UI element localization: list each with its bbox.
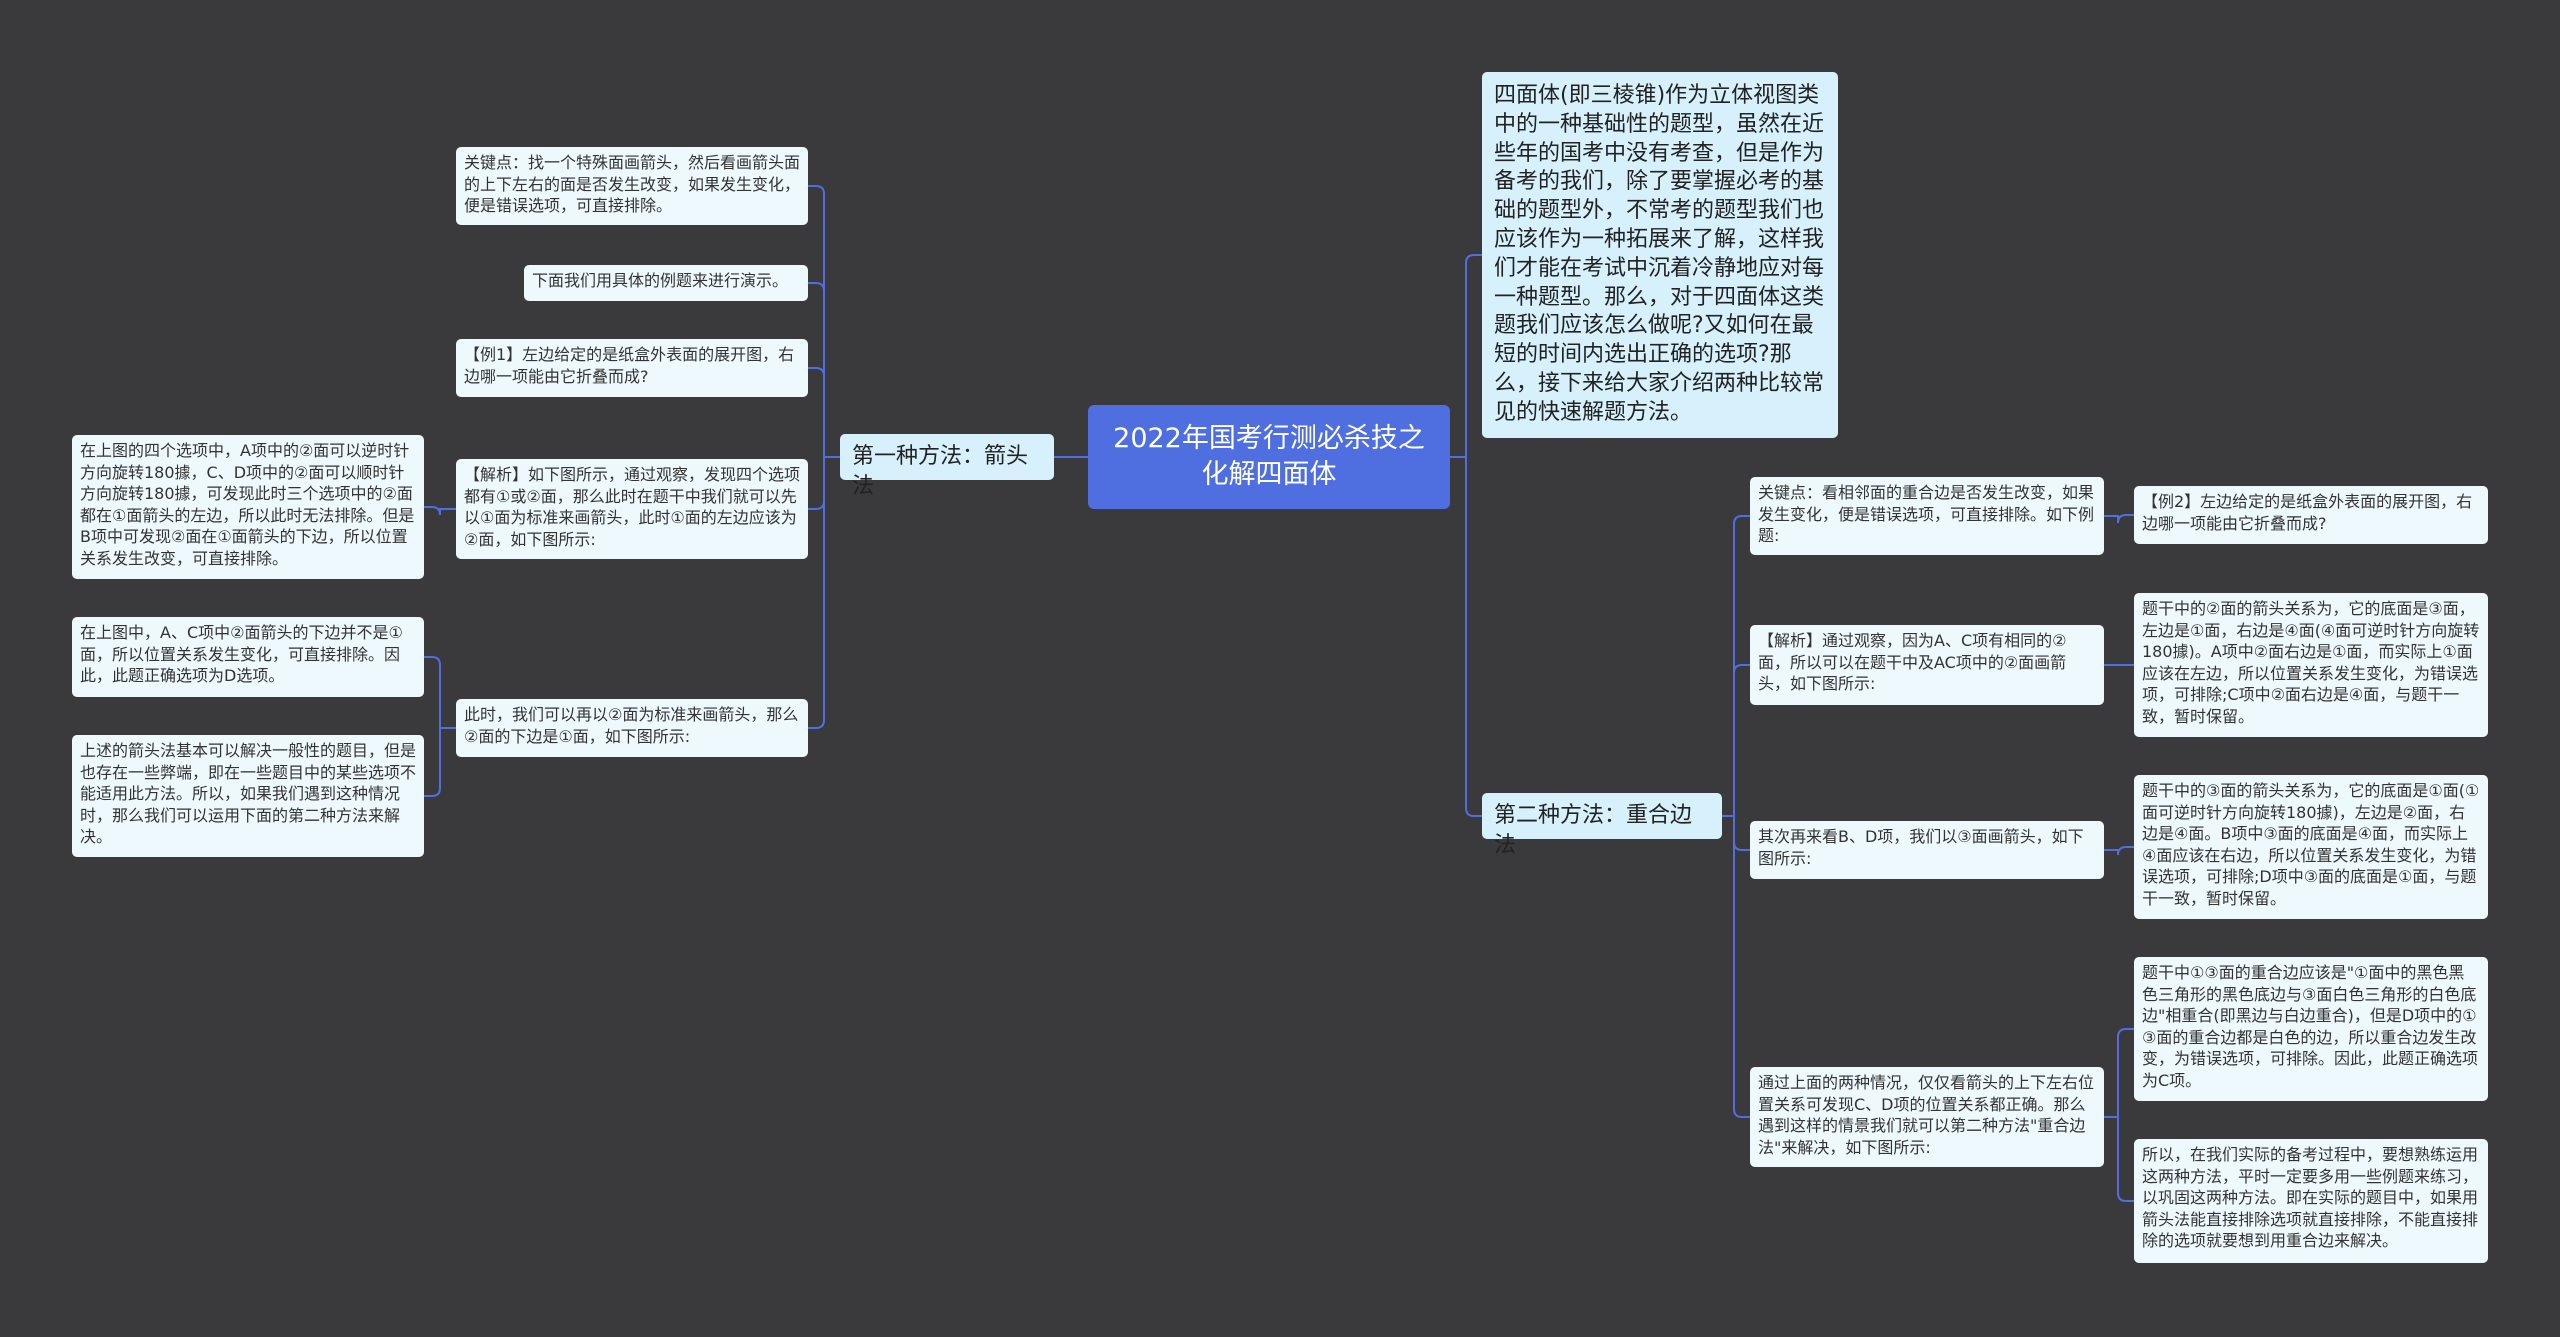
- m2-sub-example2[interactable]: 【例2】左边给定的是纸盒外表面的展开图，右边哪一项能由它折叠而成?: [2134, 486, 2488, 544]
- link-method2-item-0: [1722, 515, 1750, 817]
- m1-item-second-arrow[interactable]: 此时，我们可以再以②面为标准来画箭头，那么②面的下边是①面，如下图所示:: [456, 699, 808, 757]
- m2-sub-face2-analysis[interactable]: 题干中的②面的箭头关系为，它的底面是③面，左边是①面，右边是④面(④面可逆时针方…: [2134, 593, 2488, 737]
- m1-item-3-text: 【解析】如下图所示，通过观察，发现四个选项都有①或②面，那么此时在题干中我们就可…: [464, 465, 801, 549]
- link-method1-item-4: [808, 456, 840, 729]
- m2-sub-conclusion[interactable]: 所以，在我们实际的备考过程中，要想熟练运用这两种方法，平时一定要多用一些例题来练…: [2134, 1139, 2488, 1263]
- method2-topic[interactable]: 第二种方法：重合边法: [1482, 793, 1722, 858]
- link-m2-key-sub0: [2104, 514, 2134, 524]
- method1-topic[interactable]: 第一种方法：箭头法: [840, 434, 1054, 499]
- m2-item-key-point[interactable]: 关键点：看相邻面的重合边是否发生改变，如果发生变化，便是错误选项，可直接排除。如…: [1750, 477, 2104, 555]
- m1-sub-1-text: 在上图中，A、C项中②面箭头的下边并不是①面，所以位置关系发生变化，可直接排除。…: [80, 623, 403, 685]
- m1-item-0-text: 关键点：找一个特殊面画箭头，然后看画箭头面的上下左右的面是否发生改变，如果发生变…: [464, 153, 801, 215]
- link-method2-item-2: [1722, 815, 1750, 851]
- m2-item-1-text: 【解析】通过观察，因为A、C项有相同的②面，所以可以在题干中及AC项中的②面画箭…: [1758, 631, 2067, 693]
- m1-sub-answer-d[interactable]: 在上图中，A、C项中②面箭头的下边并不是①面，所以位置关系发生变化，可直接排除。…: [72, 617, 424, 697]
- m1-sub-limitation[interactable]: 上述的箭头法基本可以解决一般性的题目，但是也存在一些弊端，即在一些题目中的某些选…: [72, 735, 424, 857]
- m1-sub-options-analysis[interactable]: 在上图的四个选项中，A项中的②面可以逆时针方向旋转180據，C、D项中的②面可以…: [72, 435, 424, 579]
- m2-item-3-text: 通过上面的两种情况，仅仅看箭头的上下左右位置关系可发现C、D项的位置关系都正确。…: [1758, 1073, 2095, 1157]
- m2-sub-coincident-edge[interactable]: 题干中①③面的重合边应该是"①面中的黑色黑色三角形的黑色底边与③面白色三角形的白…: [2134, 957, 2488, 1101]
- link-m2-cases-sub3: [2104, 1028, 2134, 1118]
- m2-item-0-text: 关键点：看相邻面的重合边是否发生改变，如果发生变化，便是错误选项，可直接排除。如…: [1758, 483, 2095, 545]
- m1-item-key-point[interactable]: 关键点：找一个特殊面画箭头，然后看画箭头面的上下左右的面是否发生改变，如果发生变…: [456, 147, 808, 225]
- m1-sub-2-text: 上述的箭头法基本可以解决一般性的题目，但是也存在一些弊端，即在一些题目中的某些选…: [80, 741, 417, 846]
- link-method1-item-2: [808, 367, 840, 458]
- m2-item-bd-options[interactable]: 其次再来看B、D项，我们以③面画箭头，如下图所示:: [1750, 821, 2104, 879]
- m2-item-analysis[interactable]: 【解析】通过观察，因为A、C项有相同的②面，所以可以在题干中及AC项中的②面画箭…: [1750, 625, 2104, 705]
- m2-item-2-text: 其次再来看B、D项，我们以③面画箭头，如下图所示:: [1758, 827, 2084, 868]
- link-root-intro: [1450, 254, 1482, 458]
- method1-label: 第一种方法：箭头法: [852, 444, 1029, 499]
- m2-sub-2-text: 题干中的③面的箭头关系为，它的底面是①面(①面可逆时针方向旋转180據)，左边是…: [2142, 781, 2480, 908]
- m2-sub-3-text: 题干中①③面的重合边应该是"①面中的黑色黑色三角形的黑色底边与③面白色三角形的白…: [2142, 963, 2479, 1090]
- m1-item-example1[interactable]: 【例1】左边给定的是纸盒外表面的展开图，右边哪一项能由它折叠而成?: [456, 339, 808, 397]
- link-method2-item-1: [1722, 664, 1750, 817]
- link-m1-analysis-sub0: [424, 506, 456, 516]
- root-topic-label: 2022年国考行测必杀技之化解四面体: [1113, 423, 1425, 490]
- root-topic[interactable]: 2022年国考行测必杀技之化解四面体: [1088, 405, 1450, 509]
- link-method1-item-1: [808, 282, 840, 458]
- m1-sub-0-text: 在上图的四个选项中，A项中的②面可以逆时针方向旋转180據，C、D项中的②面可以…: [80, 441, 415, 568]
- m2-sub-4-text: 所以，在我们实际的备考过程中，要想熟练运用这两种方法，平时一定要多用一些例题来练…: [2142, 1145, 2479, 1250]
- intro-topic-text: 四面体(即三棱锥)作为立体视图类中的一种基础性的题型，虽然在近些年的国考中没有考…: [1494, 83, 1825, 425]
- m1-item-2-text: 【例1】左边给定的是纸盒外表面的展开图，右边哪一项能由它折叠而成?: [464, 345, 795, 386]
- m2-sub-1-text: 题干中的②面的箭头关系为，它的底面是③面，左边是①面，右边是④面(④面可逆时针方…: [2142, 599, 2480, 726]
- link-method1-item-0: [808, 185, 840, 458]
- m2-sub-face3-analysis[interactable]: 题干中的③面的箭头关系为，它的底面是①面(①面可逆时针方向旋转180據)，左边是…: [2134, 775, 2488, 919]
- m2-sub-0-text: 【例2】左边给定的是纸盒外表面的展开图，右边哪一项能由它折叠而成?: [2142, 492, 2473, 533]
- link-m2-cases-sub4: [2104, 1116, 2134, 1202]
- m1-item-4-text: 此时，我们可以再以②面为标准来画箭头，那么②面的下边是①面，如下图所示:: [464, 705, 799, 746]
- link-m1-second-sub2: [424, 727, 456, 797]
- link-method2-item-3: [1722, 815, 1750, 1118]
- m1-item-1-text: 下面我们用具体的例题来进行演示。: [532, 271, 789, 290]
- link-m2-bd-sub2: [2104, 846, 2134, 856]
- intro-topic[interactable]: 四面体(即三棱锥)作为立体视图类中的一种基础性的题型，虽然在近些年的国考中没有考…: [1482, 72, 1838, 438]
- m1-item-demo[interactable]: 下面我们用具体的例题来进行演示。: [524, 265, 808, 301]
- m1-item-analysis[interactable]: 【解析】如下图所示，通过观察，发现四个选项都有①或②面，那么此时在题干中我们就可…: [456, 459, 808, 559]
- link-root-method2: [1450, 456, 1482, 817]
- link-m1-second-sub1: [424, 656, 456, 729]
- method2-label: 第二种方法：重合边法: [1494, 803, 1693, 858]
- m2-item-two-cases[interactable]: 通过上面的两种情况，仅仅看箭头的上下左右位置关系可发现C、D项的位置关系都正确。…: [1750, 1067, 2104, 1167]
